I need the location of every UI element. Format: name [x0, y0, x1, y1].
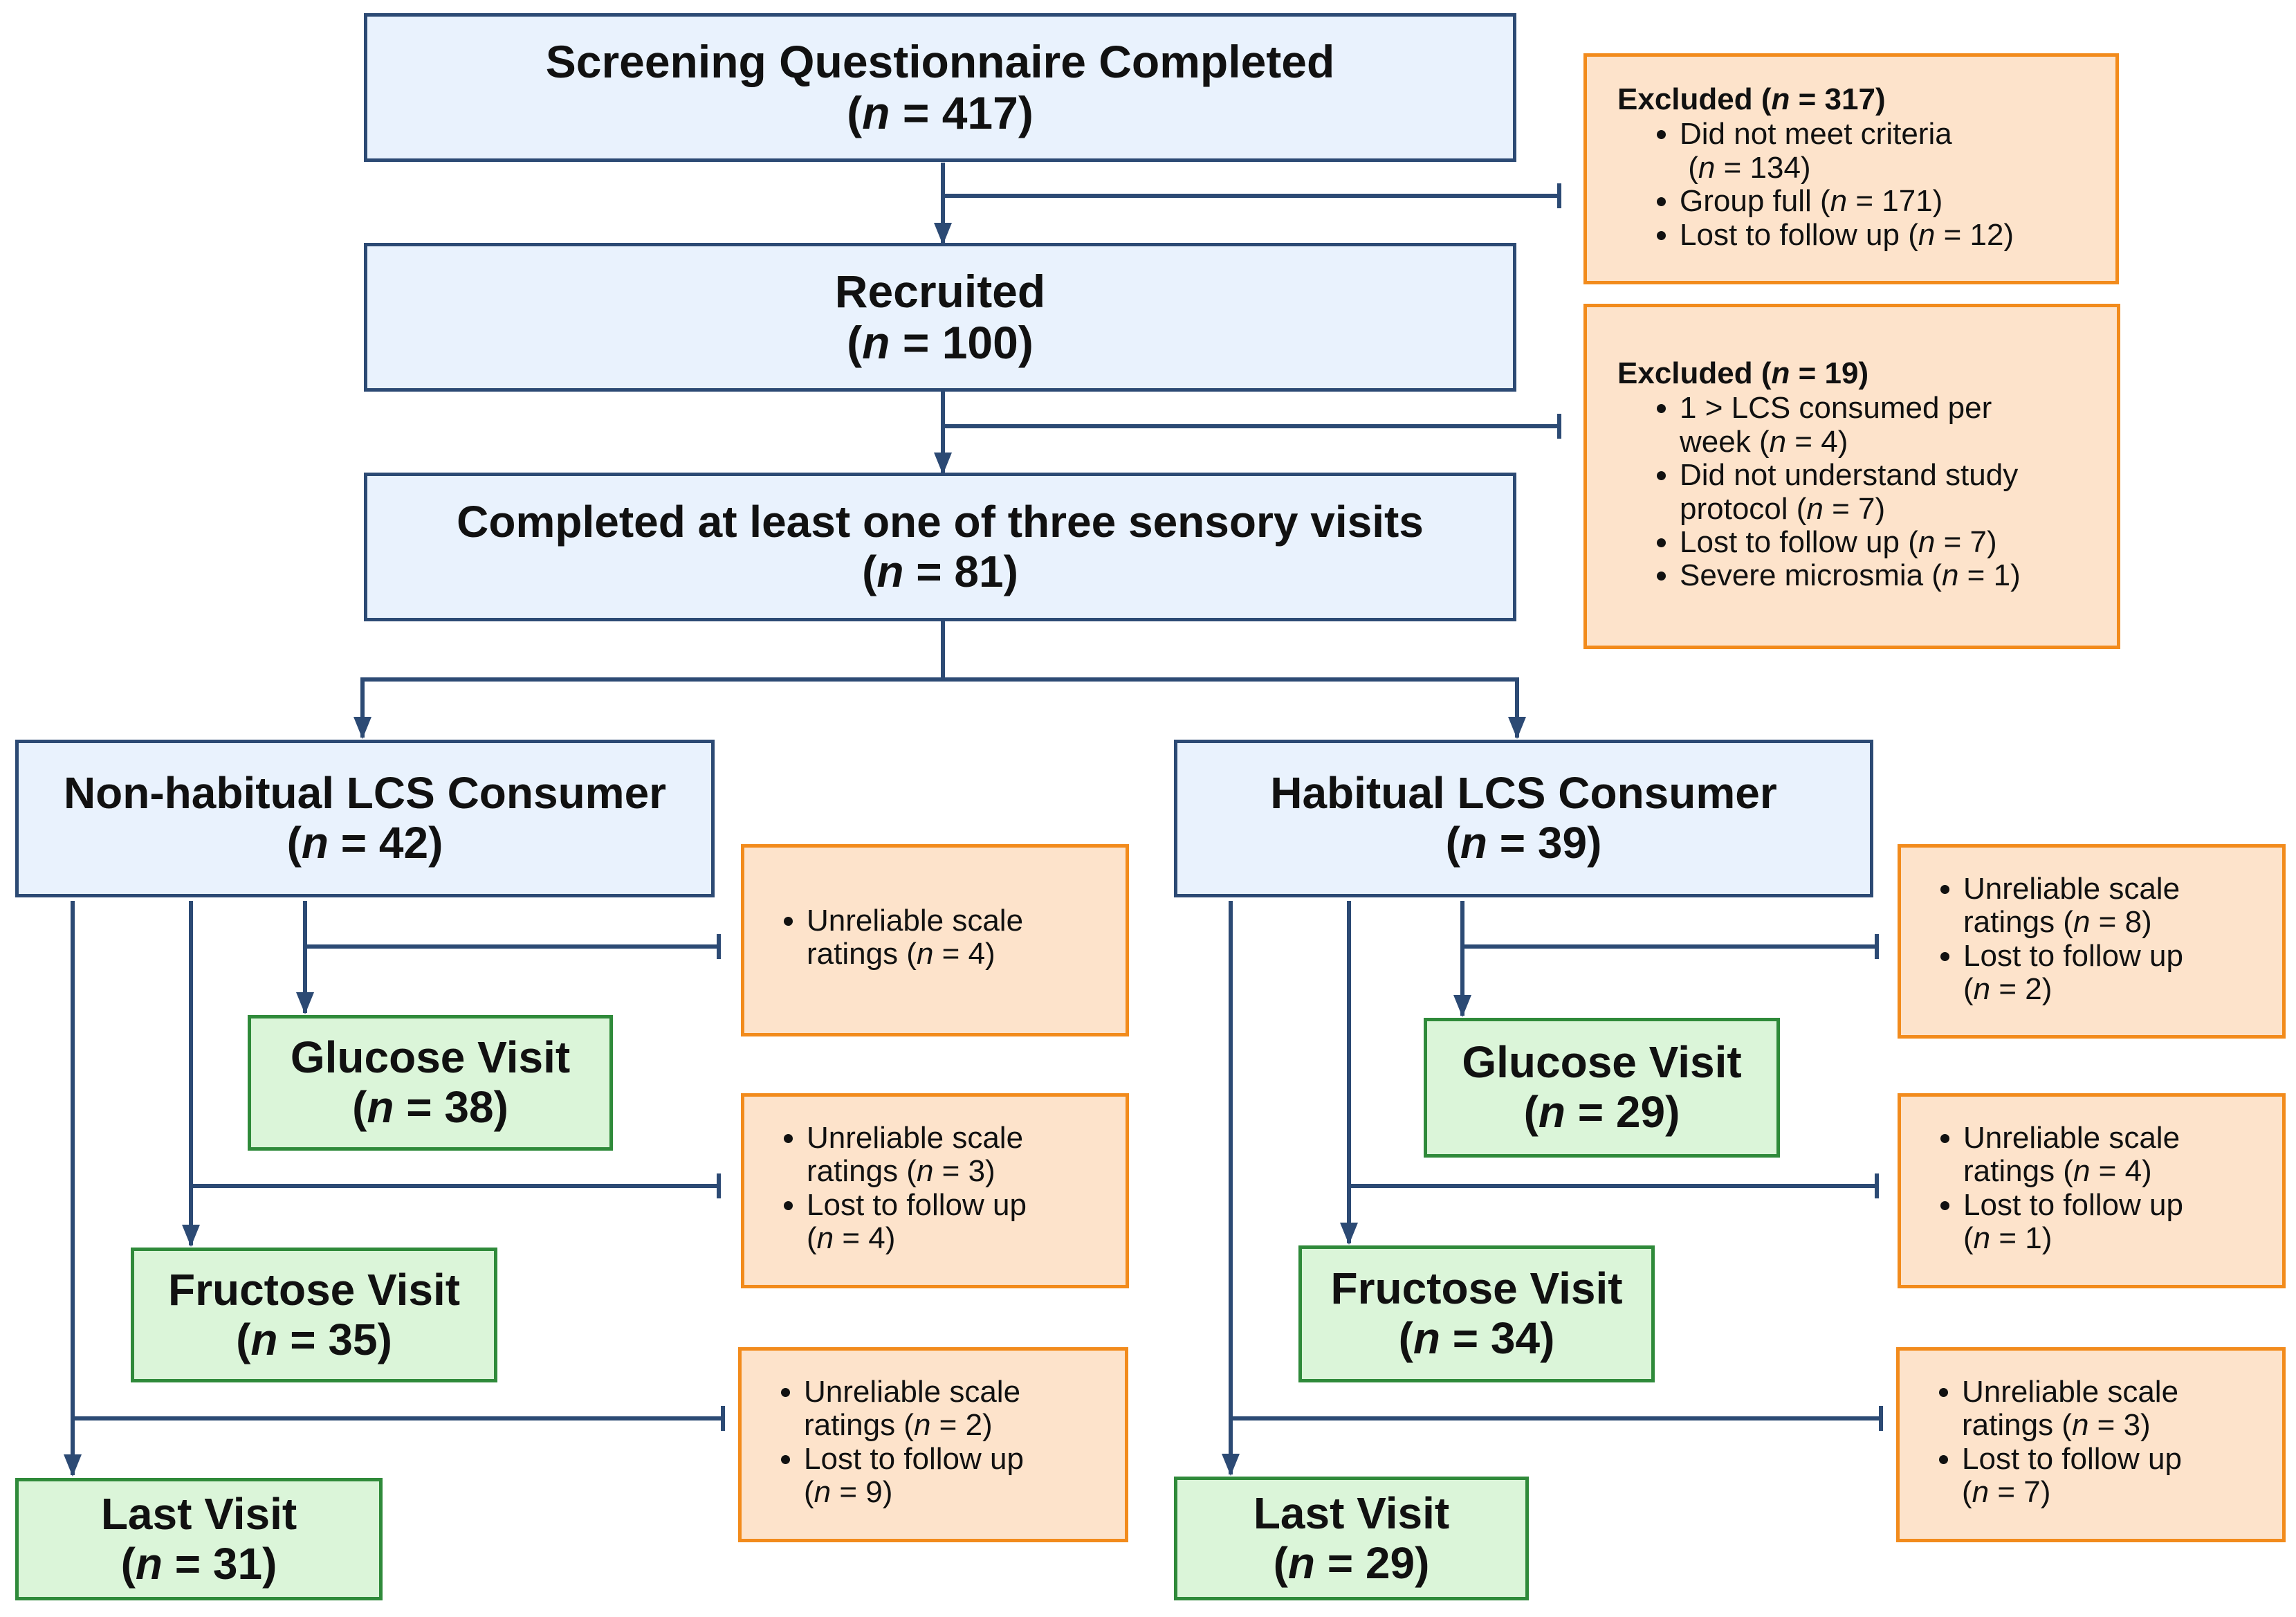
visit-count: (n = 31) — [120, 1538, 277, 1589]
recruited-count: (n = 100) — [847, 316, 1034, 368]
excluded-item: Lost to follow up(n = 9) — [804, 1442, 1118, 1510]
habitual-box: Habitual LCS Consumer (n = 39) — [1174, 740, 1873, 897]
nonhab-last-visit-box: Last Visit (n = 31) — [15, 1478, 383, 1600]
visit-title: Last Visit — [100, 1488, 297, 1539]
visit-count: (n = 35) — [236, 1314, 392, 1364]
nonhabitual-title: Non-habitual LCS Consumer — [63, 768, 667, 819]
screening-title: Screening Questionnaire Completed — [545, 35, 1335, 87]
habitual-count: (n = 39) — [1445, 818, 1602, 868]
visit-title: Glucose Visit — [1462, 1037, 1742, 1088]
excluded-box-recruited: Excluded (n = 19) 1 > LCS consumed perwe… — [1583, 304, 2120, 649]
nonhabitual-count: (n = 42) — [286, 818, 443, 868]
nonhabitual-box: Non-habitual LCS Consumer (n = 42) — [15, 740, 715, 897]
excluded-item: Did not meet criteria (n = 134) — [1680, 118, 2102, 185]
excluded-box-screening: Excluded (n = 317) Did not meet criteria… — [1583, 53, 2119, 284]
visit-title: Fructose Visit — [1330, 1263, 1623, 1314]
screening-box: Screening Questionnaire Completed (n = 4… — [364, 13, 1516, 162]
screening-count: (n = 417) — [847, 86, 1034, 138]
excluded-item: Lost to follow up (n = 7) — [1680, 525, 2103, 559]
visit-count: (n = 34) — [1398, 1313, 1555, 1363]
hab-fructose-visit-box: Fructose Visit (n = 34) — [1298, 1245, 1655, 1382]
habitual-title: Habitual LCS Consumer — [1270, 768, 1777, 819]
excluded-item: Severe microsmia (n = 1) — [1680, 559, 2103, 592]
excluded-item: Lost to follow up (n = 12) — [1680, 218, 2102, 252]
nonhab-glucose-visit-box: Glucose Visit (n = 38) — [248, 1015, 613, 1151]
excluded-item: Lost to follow up(n = 4) — [807, 1188, 1119, 1256]
recruited-box: Recruited (n = 100) — [364, 243, 1516, 392]
excluded-heading: Excluded (n = 19) — [1617, 356, 1869, 390]
visit-title: Fructose Visit — [167, 1264, 461, 1315]
excluded-item: Lost to follow up(n = 2) — [1963, 939, 2275, 1007]
excluded-item: Lost to follow up(n = 7) — [1962, 1442, 2275, 1510]
completed-count: (n = 81) — [862, 546, 1018, 596]
excluded-item: Group full (n = 171) — [1680, 184, 2102, 218]
completed-box: Completed at least one of three sensory … — [364, 473, 1516, 621]
nonhab-fructose-visit-box: Fructose Visit (n = 35) — [131, 1248, 497, 1382]
completed-title: Completed at least one of three sensory … — [457, 496, 1424, 547]
visit-count: (n = 29) — [1273, 1537, 1430, 1588]
recruited-title: Recruited — [834, 265, 1046, 317]
visit-count: (n = 29) — [1523, 1087, 1680, 1137]
visit-count: (n = 38) — [352, 1082, 508, 1132]
excluded-item: Lost to follow up(n = 1) — [1963, 1188, 2275, 1256]
visit-title: Last Visit — [1253, 1488, 1450, 1538]
hab-glucose-visit-box: Glucose Visit (n = 29) — [1424, 1018, 1780, 1158]
hab-last-visit-box: Last Visit (n = 29) — [1174, 1477, 1529, 1600]
excluded-heading: Excluded (n = 317) — [1617, 82, 1886, 116]
visit-title: Glucose Visit — [290, 1032, 571, 1083]
